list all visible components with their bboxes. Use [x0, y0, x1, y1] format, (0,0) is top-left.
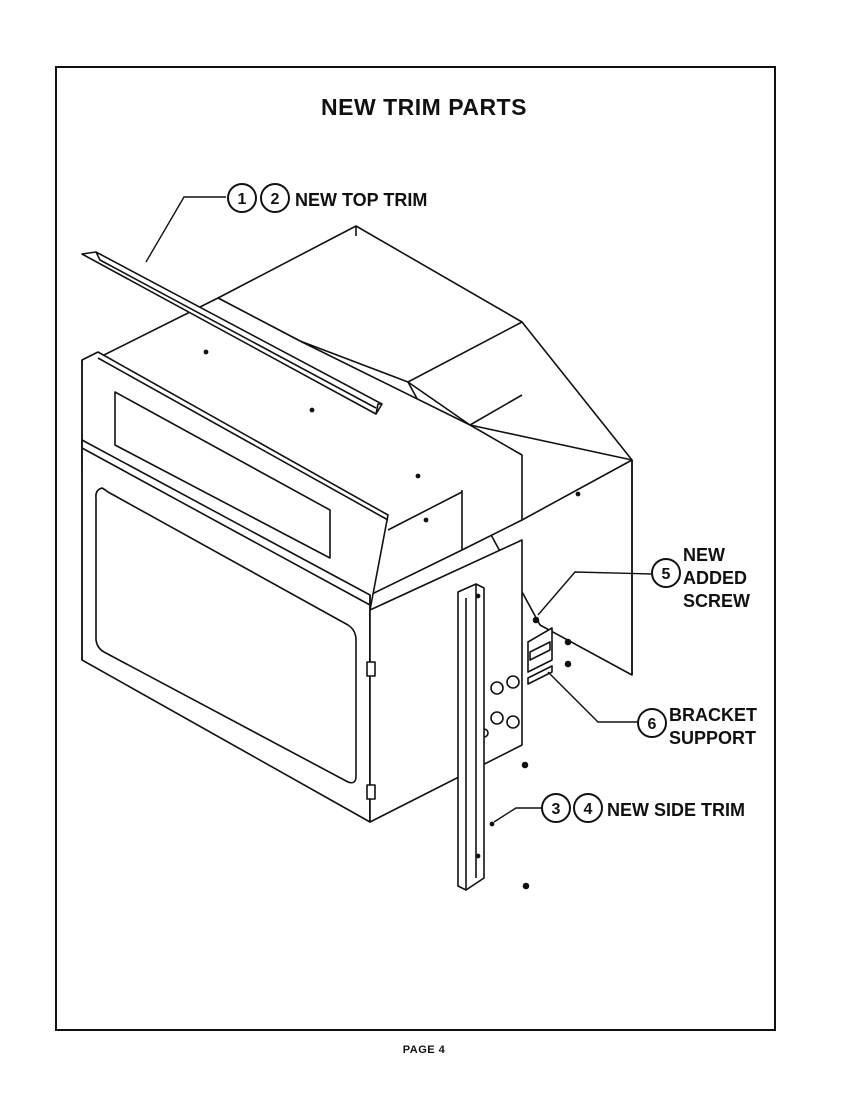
- callout-num-4: 4: [584, 801, 593, 818]
- oven-front: [81, 351, 389, 823]
- new-top-trim-part[interactable]: [81, 251, 383, 415]
- new-side-trim-part[interactable]: [457, 583, 495, 891]
- callout-circle-3: [541, 793, 571, 823]
- callout-bracket: 6 BRACKET SUPPORT: [637, 705, 757, 748]
- callout-circle-1: [227, 183, 257, 213]
- page-title: NEW TRIM PARTS: [321, 94, 527, 120]
- label-new: NEW: [683, 545, 725, 565]
- callout-top-trim: 1 2 NEW TOP TRIM: [227, 183, 427, 213]
- callout-screw: 5 NEW ADDED SCREW: [651, 545, 750, 611]
- callout-circle-2: [260, 183, 290, 213]
- callout-num-6: 6: [648, 716, 657, 733]
- label-screw: SCREW: [683, 591, 750, 611]
- leader-lines: [145, 196, 653, 823]
- callout-num-5: 5: [662, 566, 671, 583]
- label-bracket: BRACKET: [669, 705, 757, 725]
- callout-num-1: 1: [238, 191, 247, 208]
- callout-num-3: 3: [552, 801, 561, 818]
- bracket-support-part[interactable]: [527, 627, 553, 685]
- callout-side-trim: 3 4 NEW SIDE TRIM: [541, 793, 745, 823]
- label-new-top-trim: NEW TOP TRIM: [295, 190, 427, 210]
- page-border: [55, 66, 776, 1031]
- screw-parts[interactable]: [521, 616, 572, 890]
- label-support: SUPPORT: [669, 728, 756, 748]
- callout-circle-4: [573, 793, 603, 823]
- callout-num-2: 2: [271, 191, 280, 208]
- label-new-side-trim: NEW SIDE TRIM: [607, 800, 745, 820]
- label-added: ADDED: [683, 568, 747, 588]
- callout-circle-5: [651, 558, 681, 588]
- callout-circle-6: [637, 708, 667, 738]
- page-number: PAGE 4: [402, 1044, 446, 1056]
